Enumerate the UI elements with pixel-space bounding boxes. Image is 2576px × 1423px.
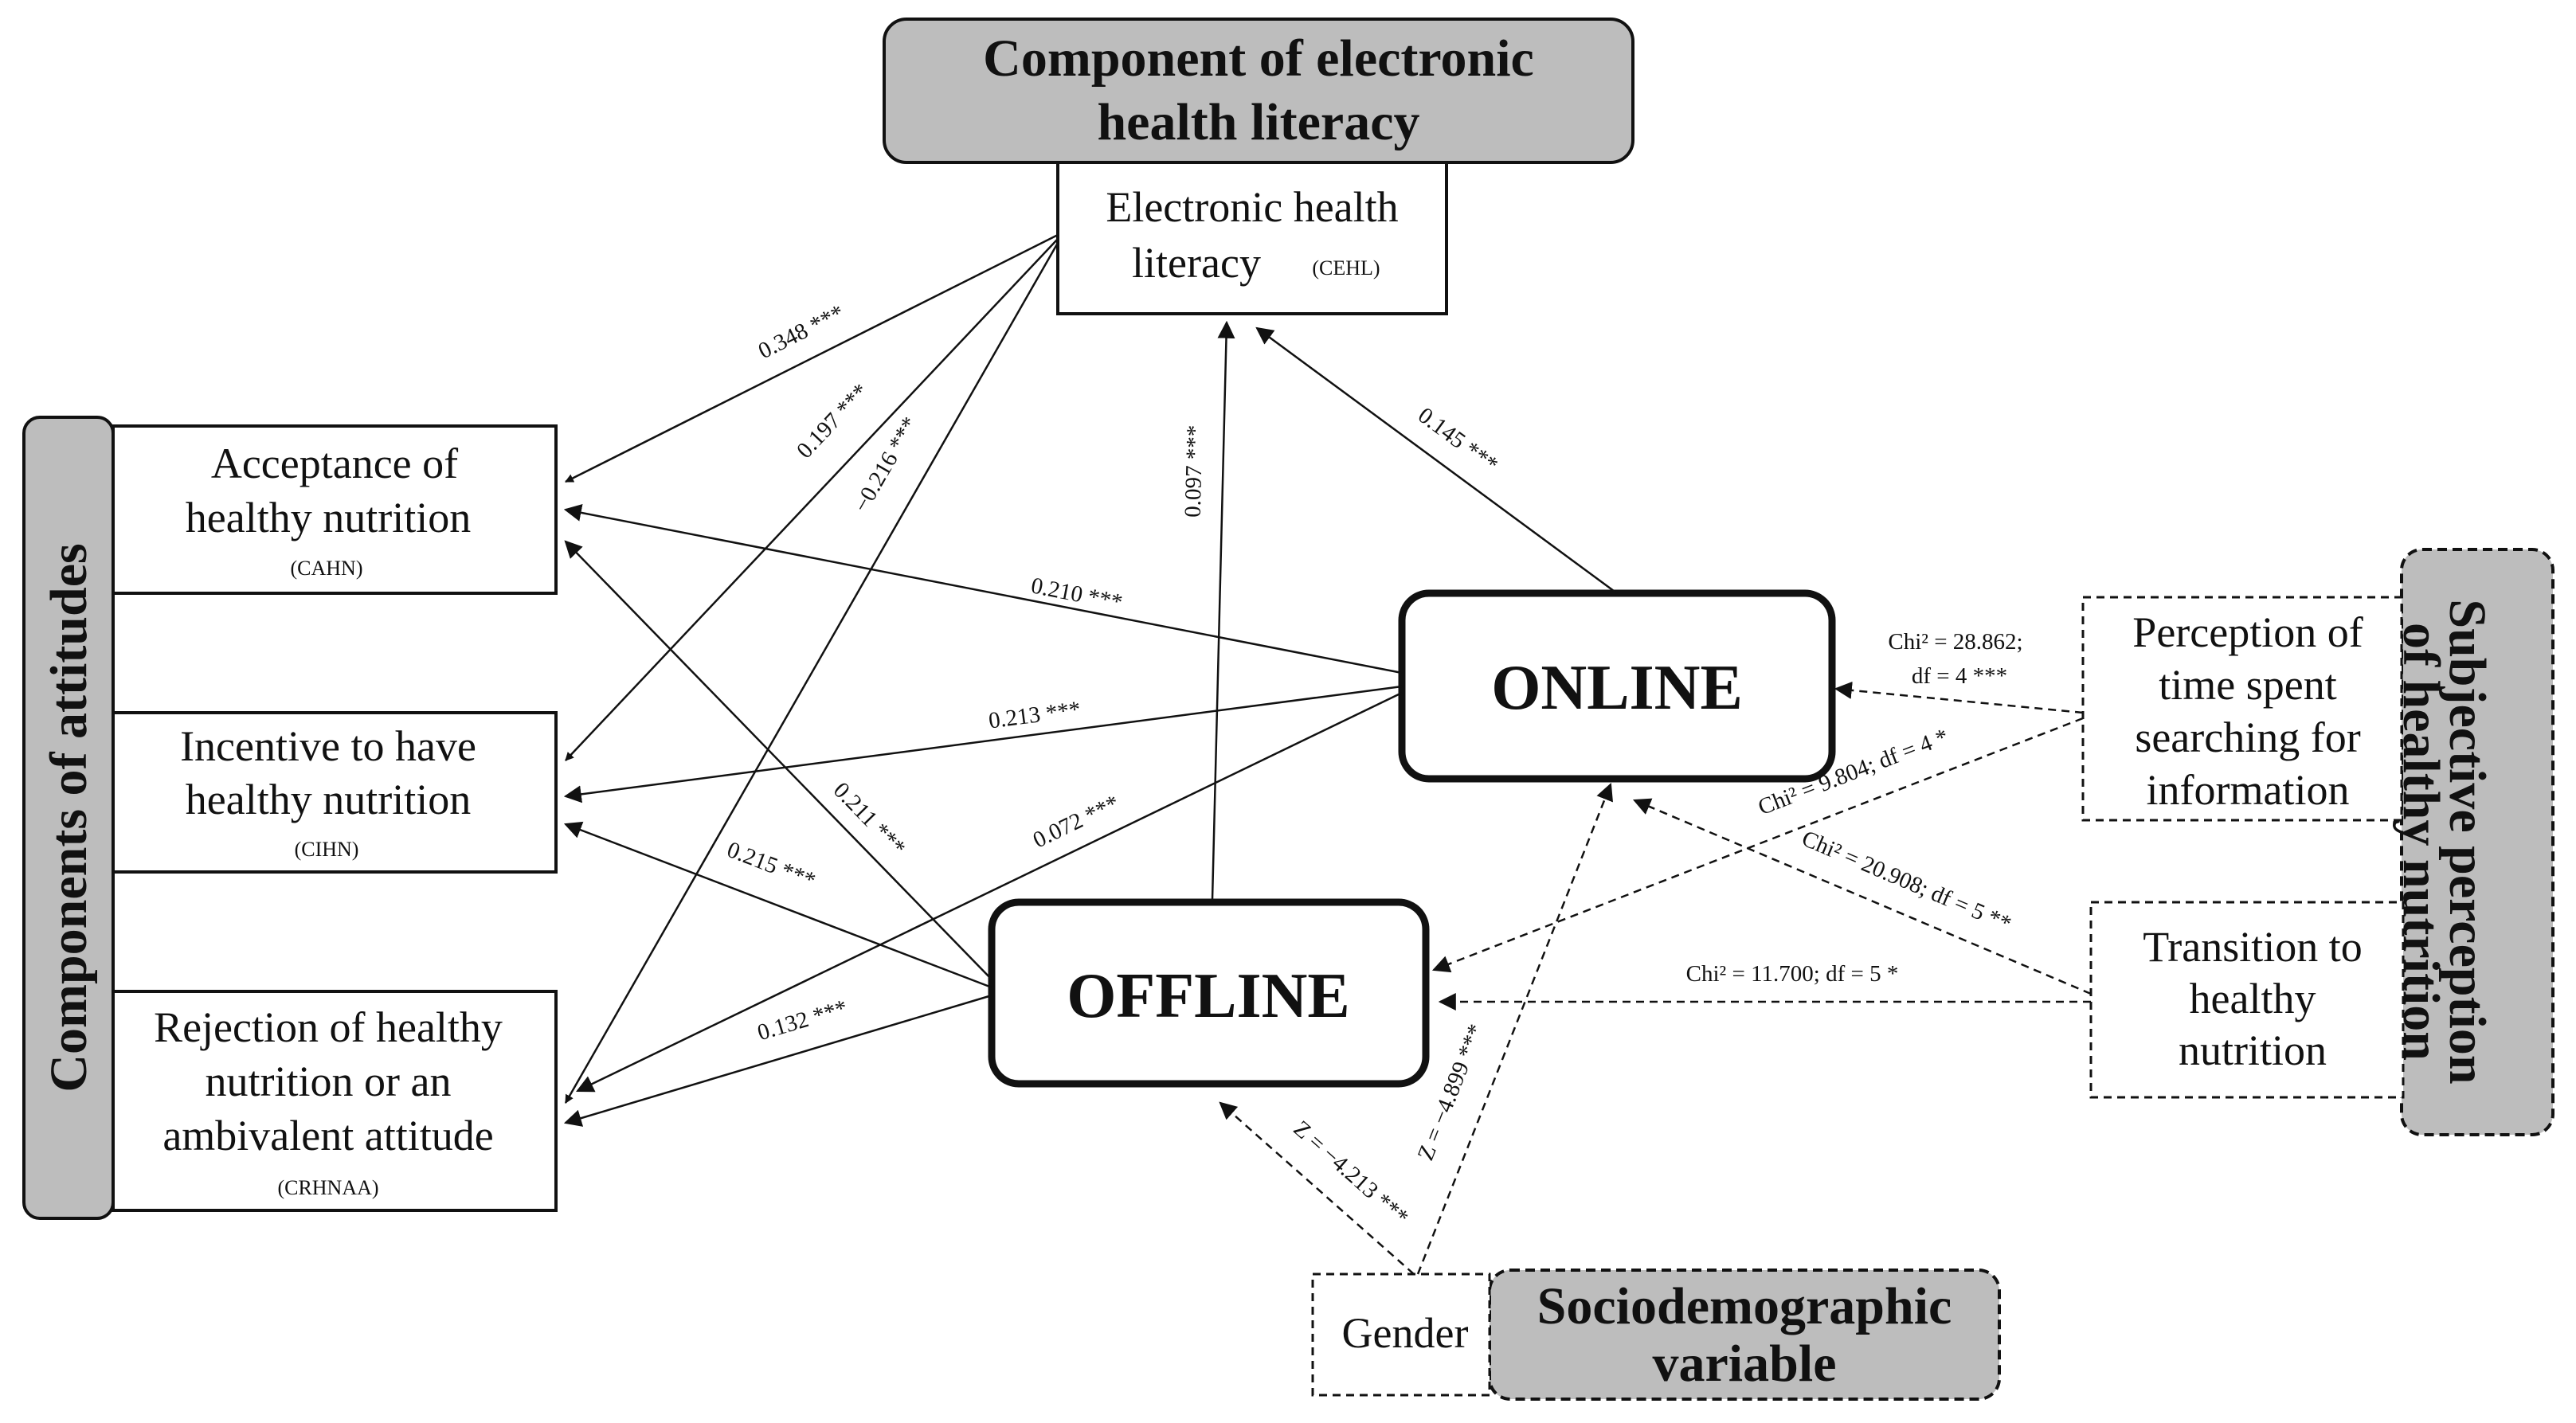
- node-offline-label: OFFLINE: [1067, 961, 1350, 1031]
- arrow-ehl-to-ihn: [565, 238, 1059, 761]
- edge-label-ehl-rhn: −0.216 ***: [848, 412, 923, 517]
- header-ehl-line1: Component of electronic: [983, 29, 1534, 88]
- arrow-transition-to-online: [1632, 798, 2092, 995]
- arrow-online-to-ahn: [563, 503, 1403, 674]
- node-ahn-line1: Acceptance of: [211, 440, 458, 487]
- node-gender: Gender: [1311, 1272, 1491, 1397]
- edge-label-offline-ihn: 0.215 ***: [723, 837, 819, 893]
- node-ehl-line1: Electronic health: [1106, 183, 1398, 231]
- edge-label-offline-ehl: 0.097 ***: [1180, 424, 1208, 518]
- header-attitudes-label: Components of attitudes: [40, 543, 98, 1092]
- arrow-online-to-ehl: [1255, 326, 1618, 595]
- edge-label-transition-online: Chi² = 20.908; df = 5 **: [1798, 826, 2014, 937]
- node-offline: OFFLINE: [988, 898, 1430, 1088]
- node-transition-line2: healthy: [2190, 975, 2316, 1022]
- node-ahn: Acceptance of healthy nutrition (CAHN): [112, 424, 558, 595]
- edge-label-online-ehl: 0.145 ***: [1413, 402, 1502, 478]
- header-ehl-component: Component of electronic health literacy: [883, 18, 1634, 164]
- header-socio-line1: Sociodemographic: [1537, 1277, 1952, 1335]
- header-subjective-perception: Subjective perception of healthy nutriti…: [2392, 548, 2554, 1136]
- node-rhn: Rejection of healthy nutrition or an amb…: [112, 990, 558, 1212]
- arrow-ehl-to-ahn: [565, 233, 1059, 483]
- node-rhn-line2: nutrition or an: [206, 1057, 452, 1105]
- node-ehl-line2: literacy: [1132, 239, 1261, 287]
- arrow-online-to-ihn: [563, 685, 1403, 803]
- arrow-perception-to-offline: [1431, 717, 2084, 973]
- arrow-offline-to-rhn: [563, 994, 992, 1127]
- node-transition: Transition to healthy nutrition: [2089, 901, 2405, 1099]
- arrow-offline-to-ahn: [564, 540, 992, 980]
- node-ahn-line2: healthy nutrition: [186, 494, 471, 541]
- header-attitudes: Components of attitudes: [22, 416, 115, 1220]
- node-perception: Perception of time spent searching for i…: [2081, 596, 2403, 822]
- edge-label-offline-ahn: 0.211 ***: [828, 777, 910, 861]
- arrow-ehl-to-rhn: [564, 242, 1059, 1104]
- node-rhn-sub: (CRHNAA): [277, 1176, 378, 1199]
- arrow-gender-to-online: [1416, 782, 1613, 1275]
- header-sociodemographic: Sociodemographic variable: [1488, 1269, 2001, 1401]
- header-ehl-line2: health literacy: [1097, 93, 1419, 151]
- node-online: ONLINE: [1398, 589, 1836, 783]
- node-rhn-line3: ambivalent attitude: [162, 1112, 493, 1159]
- node-ihn-line2: healthy nutrition: [186, 776, 471, 823]
- arrow-online-to-rhn: [576, 691, 1403, 1093]
- arrow-perception-to-online: [1834, 681, 2084, 714]
- edge-label-perception-online-1: Chi² = 28.862;: [1888, 629, 2022, 655]
- edge-label-online-ihn: 0.213 ***: [987, 697, 1082, 734]
- edge-label-offline-rhn: 0.132 ***: [754, 995, 850, 1046]
- edge-label-perception-online-2: df = 4 ***: [1912, 663, 2007, 689]
- node-ehl: Electronic health literacy (CEHL): [1056, 161, 1448, 315]
- node-perception-line2: time spent: [2159, 661, 2336, 709]
- node-online-label: ONLINE: [1491, 653, 1743, 723]
- arrow-offline-to-ihn: [563, 821, 992, 989]
- edge-label-gender-offline: Z = −4.213 ***: [1289, 1116, 1414, 1230]
- node-transition-line1: Transition to: [2143, 923, 2363, 971]
- node-ihn-line1: Incentive to have: [180, 722, 476, 770]
- header-socio-line2: variable: [1653, 1335, 1837, 1393]
- node-perception-line1: Perception of: [2132, 608, 2363, 656]
- node-ihn-sub: (CIHN): [295, 838, 359, 861]
- edge-label-transition-offline: Chi² = 11.700; df = 5 *: [1686, 961, 1899, 987]
- node-gender-label: Gender: [1342, 1309, 1469, 1357]
- header-subjective-line1: Subjective perception: [2438, 599, 2496, 1084]
- node-ehl-sub: (CEHL): [1312, 256, 1380, 280]
- node-ihn: Incentive to have healthy nutrition (CIH…: [112, 711, 558, 874]
- edge-label-ehl-ihn: 0.197 ***: [792, 379, 874, 463]
- arrow-gender-to-offline: [1219, 1101, 1415, 1275]
- node-perception-line4: information: [2147, 766, 2350, 814]
- edge-label-online-rhn: 0.072 ***: [1029, 790, 1123, 853]
- edge-label-ehl-ahn: 0.348 ***: [754, 300, 848, 365]
- node-ahn-sub: (CAHN): [291, 557, 363, 580]
- node-rhn-line1: Rejection of healthy: [154, 1003, 503, 1051]
- node-perception-line3: searching for: [2135, 713, 2360, 761]
- node-transition-line3: nutrition: [2179, 1026, 2327, 1074]
- arrow-offline-to-ehl: [1211, 320, 1235, 901]
